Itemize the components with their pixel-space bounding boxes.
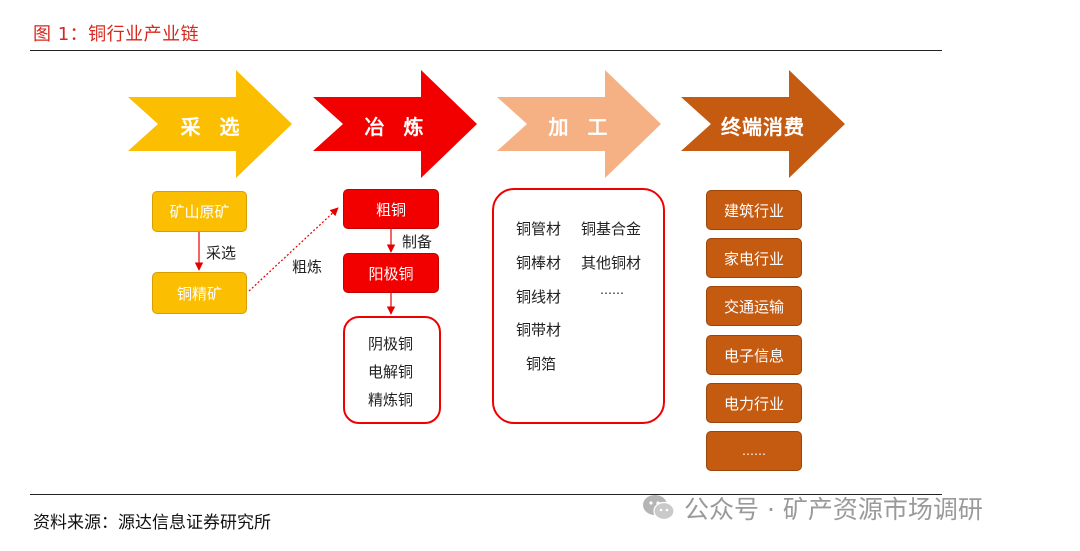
stage-label-mining: 采 选 (180, 115, 246, 139)
top-rule (30, 50, 942, 51)
arrow-concentrate-to-blister (248, 207, 339, 292)
stage-arrow-processing (497, 70, 661, 178)
consumption-item: 家电行业 (706, 238, 802, 278)
product-cathode: 阴极铜 (368, 335, 414, 353)
ore-box: 矿山原矿 (152, 191, 247, 232)
mining-step-label: 采选 (206, 244, 237, 262)
blister-copper-box: 粗铜 (343, 189, 439, 229)
processing-products-box (492, 188, 665, 424)
preparation-step-label: 制备 (402, 233, 433, 251)
anode-copper-box: 阳极铜 (343, 253, 439, 293)
smelting-products-box (343, 316, 441, 424)
stage-arrow-mining (128, 70, 292, 178)
consumption-item: 交通运输 (706, 286, 802, 326)
stage-label-smelting: 冶 炼 (364, 115, 430, 139)
product-electrolytic: 电解铜 (368, 363, 414, 381)
consumption-item: 电力行业 (706, 383, 802, 423)
refining-step-label: 粗炼 (292, 258, 323, 276)
processing-item: 铜基合金 (581, 220, 642, 238)
consumption-item: 电子信息 (706, 335, 802, 375)
processing-item: 铜带材 (516, 321, 562, 339)
stage-label-consumption: 终端消费 (721, 115, 805, 139)
processing-item: 铜箔 (526, 355, 557, 373)
processing-item: 其他铜材 (581, 254, 642, 272)
stage-arrow-smelting (313, 70, 477, 178)
product-refined: 精炼铜 (368, 391, 414, 409)
figure-title: 图 1：铜行业产业链 (33, 24, 200, 45)
consumption-item: …… (706, 431, 802, 471)
processing-item: 铜棒材 (516, 254, 562, 272)
bottom-rule (30, 494, 942, 495)
processing-item: 铜管材 (516, 220, 562, 238)
processing-item: 铜线材 (516, 288, 562, 306)
concentrate-box: 铜精矿 (152, 272, 247, 314)
consumption-item: 建筑行业 (706, 190, 802, 230)
stage-arrow-consumption (681, 70, 845, 178)
watermark: 公众号 · 矿产资源市场调研 (642, 490, 983, 526)
stage-label-processing: 加 工 (548, 115, 614, 139)
processing-item: …… (600, 283, 624, 297)
watermark-text: 公众号 · 矿产资源市场调研 (684, 495, 983, 524)
wechat-icon (643, 495, 675, 521)
source-note: 资料来源：源达信息证券研究所 (33, 513, 271, 533)
